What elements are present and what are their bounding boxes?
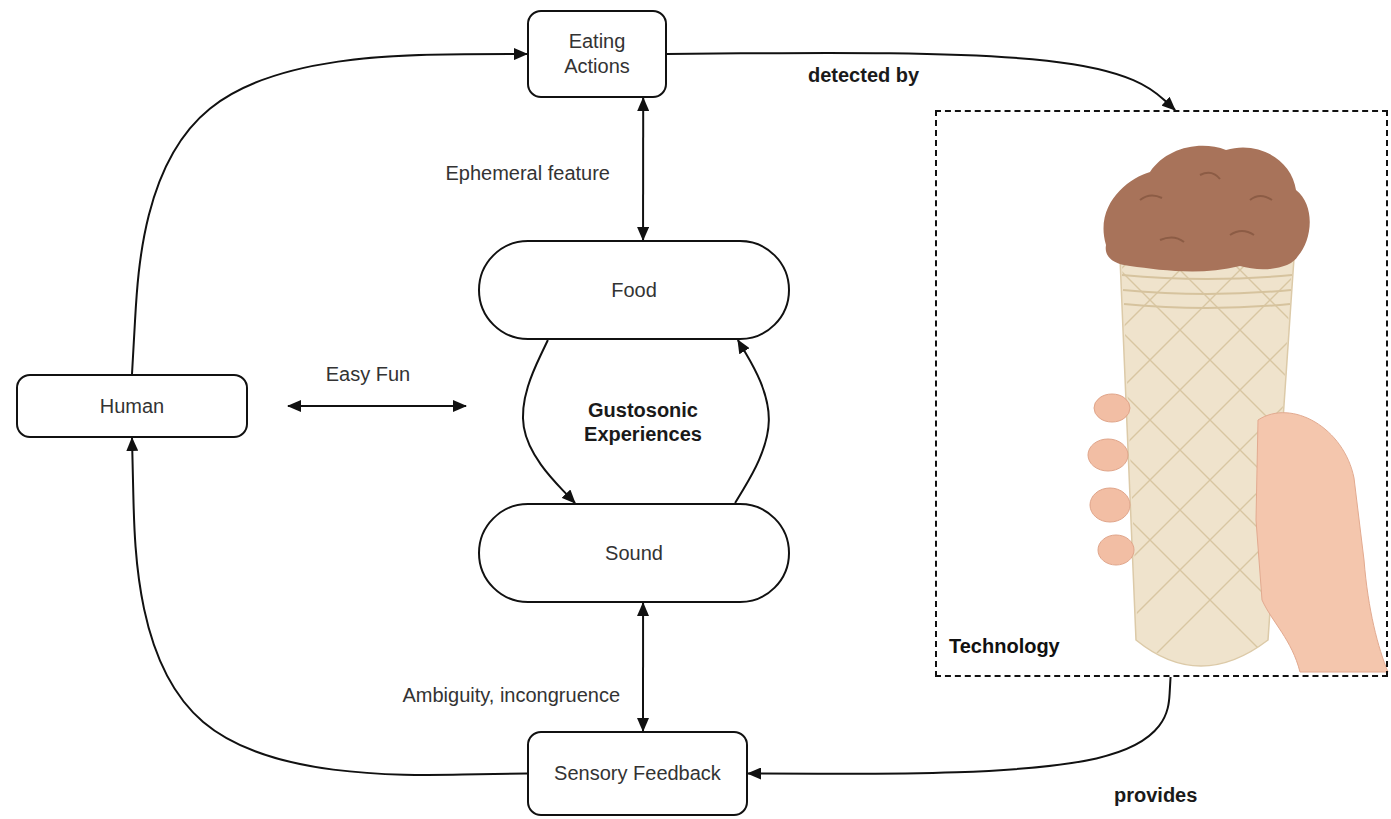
cone-rim [1122,275,1292,308]
center-label: Gustosonic Experiences [566,398,720,446]
relation-label: Easy Fun [324,362,412,386]
node-text: Eating Actions [549,29,645,79]
edge-label: provides [1112,783,1199,807]
connector-arrow [523,340,575,503]
double-arrow [288,405,466,407]
node-text: Sensory Feedback [554,761,721,786]
edge-label: detected by [806,63,921,87]
edge-label: Ambiguity, incongruence [400,683,622,707]
connector-arrow [667,53,1175,110]
connector-arrow [132,438,527,775]
edge-label: Ephemeral feature [443,161,612,185]
ice-cream-scoop [1104,146,1310,272]
hand-fingers [1088,394,1134,565]
process-box: Sensory Feedback [527,731,748,816]
process-box: Eating Actions [527,10,667,98]
node-text: Technology [949,634,1060,659]
connector-arrow [748,677,1171,774]
scoop-texture [1140,173,1272,242]
process-box: Human [16,374,248,438]
node-text: Food [611,278,657,303]
node-text: Human [100,394,164,419]
pill-node: Food [478,240,790,340]
connector-arrow [735,340,769,503]
node-text: Sound [605,541,663,566]
connector-arrow [642,603,644,731]
pill-node: Sound [478,503,790,603]
connector-arrow [642,98,644,240]
technology-frame: Technology [935,110,1388,677]
hand-palm [1256,413,1388,672]
connector-arrow [132,54,527,374]
